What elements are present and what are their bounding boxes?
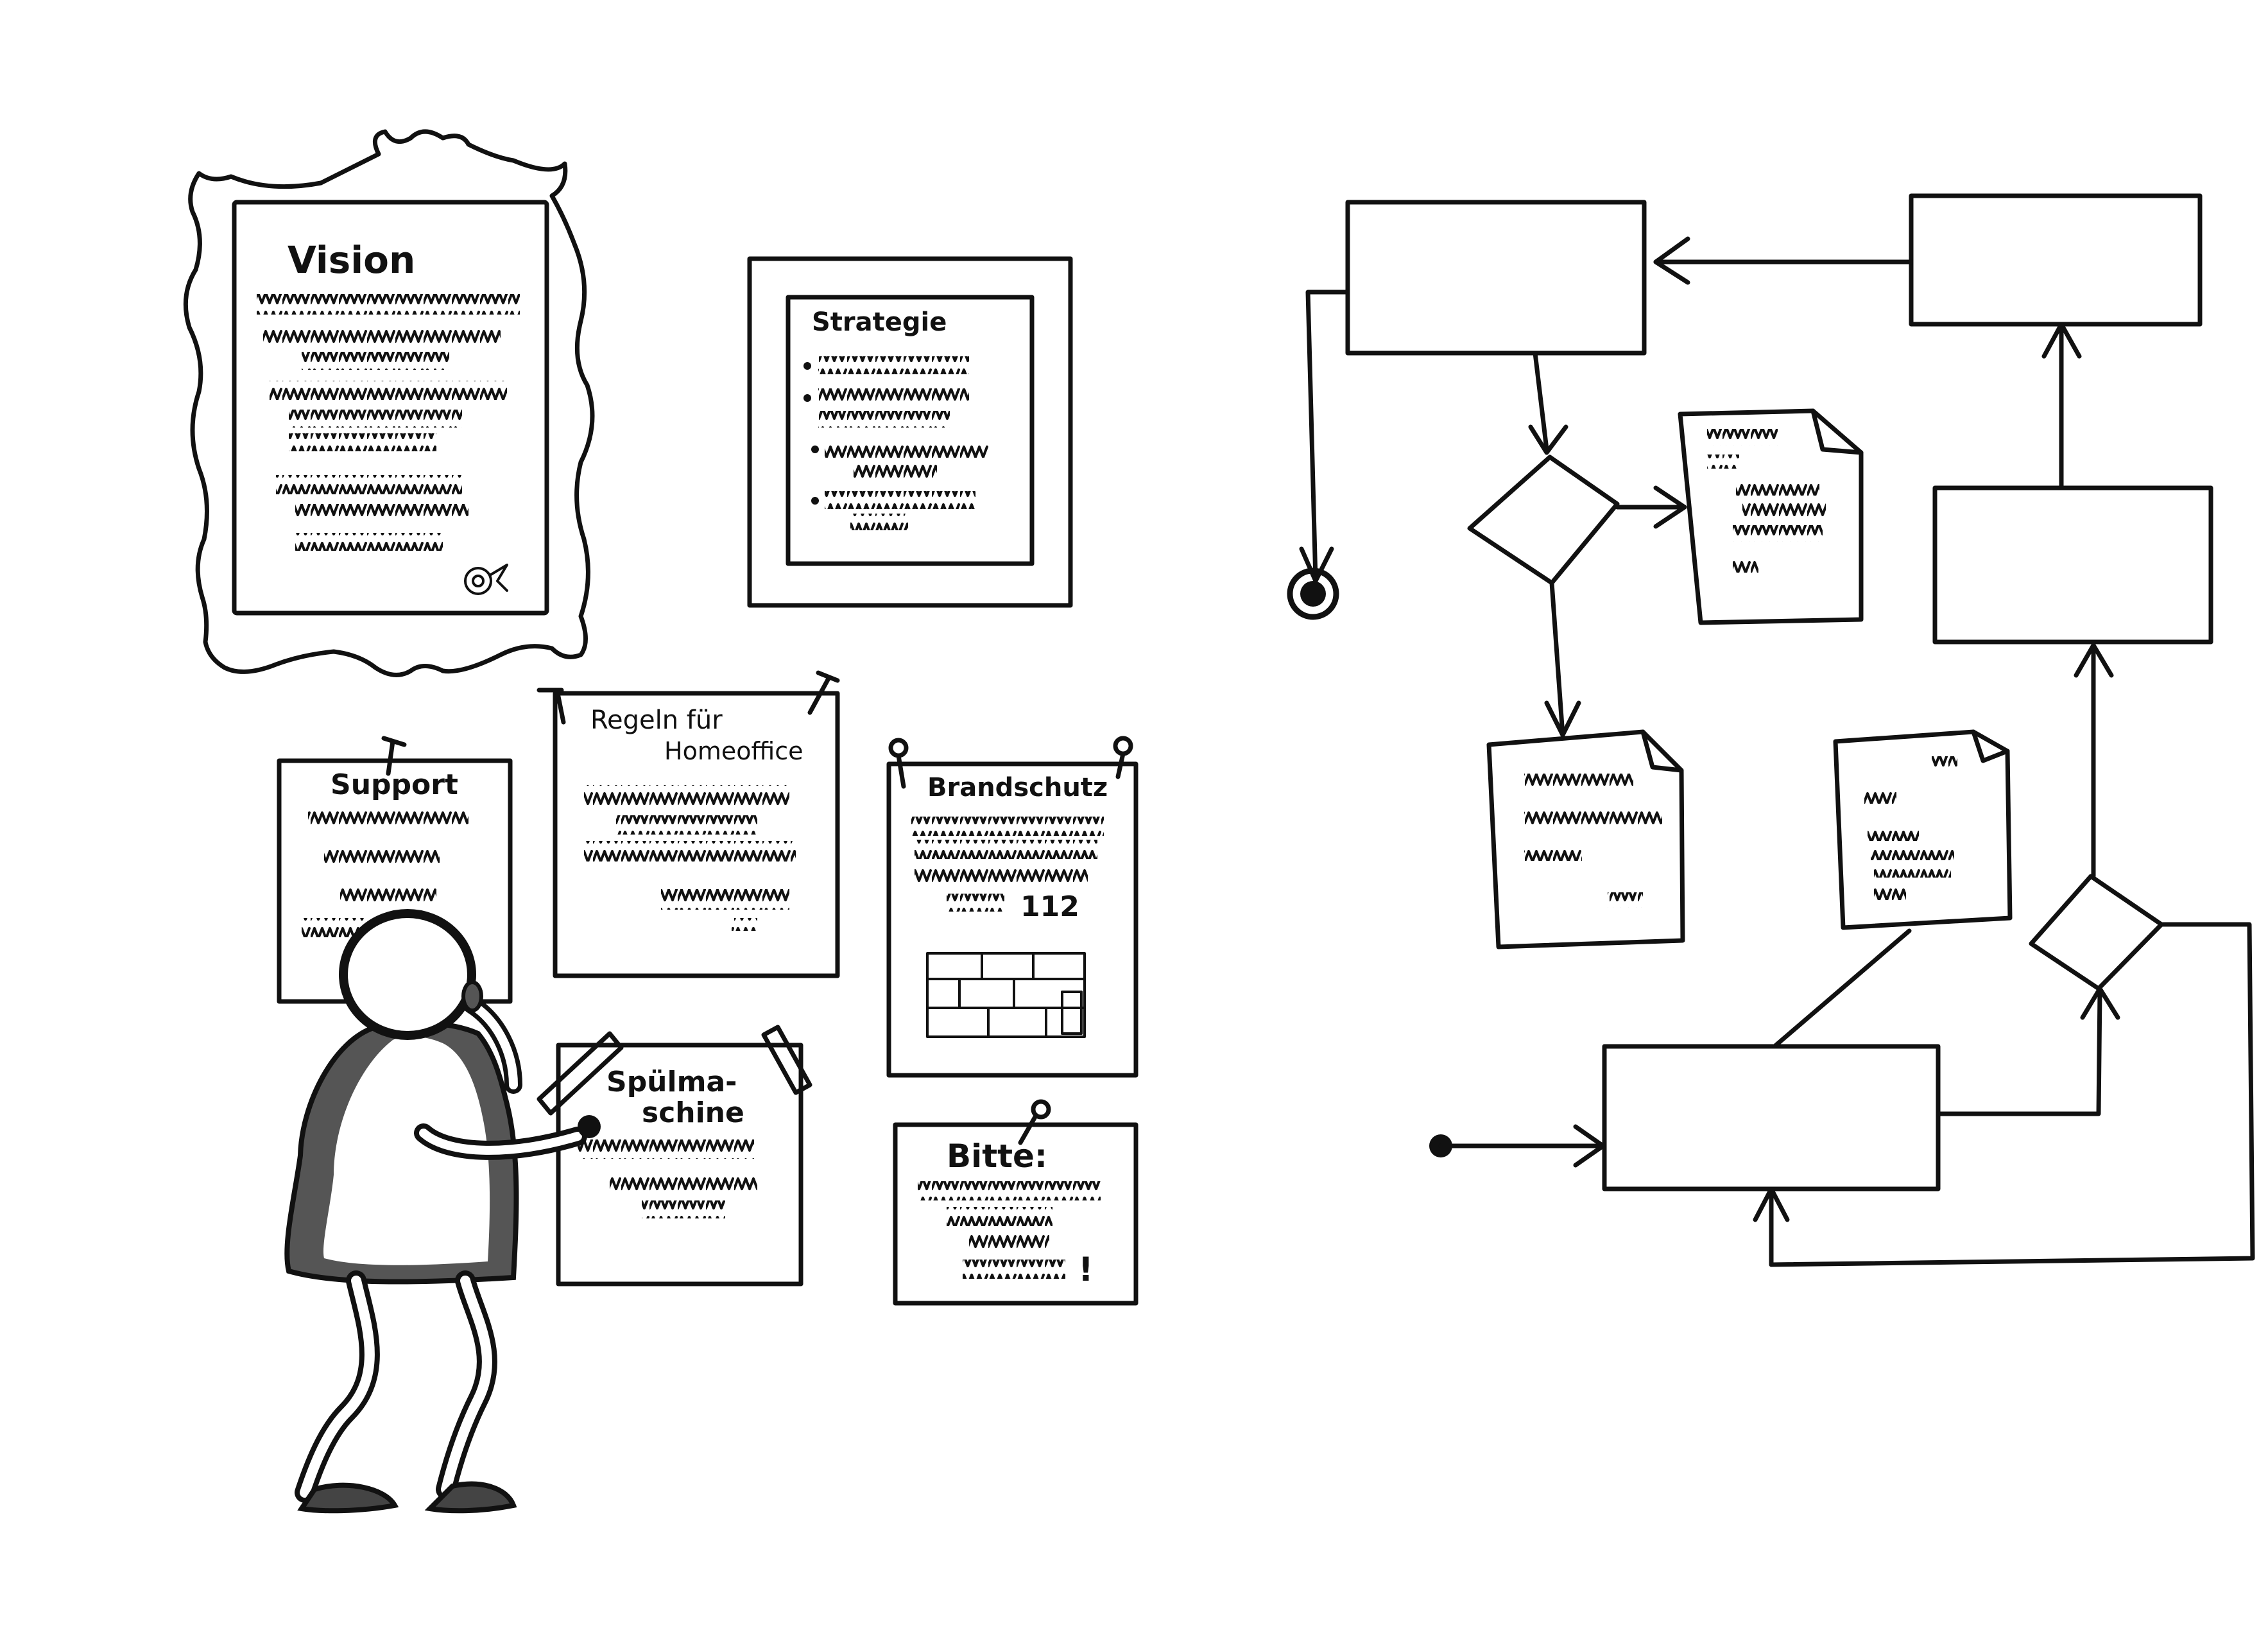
pushpin-icon — [1018, 1099, 1051, 1145]
brandschutz-number: 112 — [1020, 890, 1079, 923]
flowchart-process-box — [1909, 193, 2203, 327]
pushpin-icon — [888, 738, 909, 789]
vision-title: Vision — [288, 238, 415, 282]
regeln-notice: Regeln für Homeoffice — [537, 670, 840, 978]
pushpin-icon — [381, 736, 407, 776]
bitte-title: Bitte: — [947, 1138, 1047, 1175]
bitte-exclaim: ! — [1078, 1251, 1094, 1289]
strategie-frame: Strategie — [747, 256, 1073, 608]
support-notice: Support — [277, 736, 513, 1004]
spuelmaschine-notice: Spülma- schine — [537, 1025, 812, 1286]
strategie-title: Strategie — [812, 307, 947, 337]
brandschutz-title: Brandschutz — [927, 773, 1108, 802]
document-icon — [1486, 729, 1685, 949]
flowchart-process-box — [1932, 485, 2213, 645]
support-title: Support — [331, 768, 458, 801]
person-figure — [284, 909, 601, 1514]
vision-frame: Vision — [183, 129, 595, 677]
flowchart-process-box — [1602, 1044, 1941, 1191]
flowchart-process-box — [1345, 200, 1647, 356]
tape-icon — [537, 1031, 624, 1116]
regeln-title-line1: Regeln für — [590, 706, 723, 735]
seal-icon — [464, 564, 508, 595]
pushpin-icon — [807, 670, 840, 715]
spuelmaschine-title-line1: Spülma- — [606, 1066, 737, 1098]
person-shoe — [424, 1481, 517, 1514]
tape-icon — [761, 1025, 812, 1095]
pushpin-icon — [537, 688, 566, 725]
flowchart-end-icon — [1287, 567, 1339, 620]
bitte-notice: Bitte: ! — [893, 1099, 1138, 1306]
person-shoe — [297, 1482, 399, 1514]
brandschutz-notice: Brandschutz 112 — [886, 736, 1138, 1078]
pushpin-icon — [1113, 736, 1133, 779]
decision-diamond-icon — [2029, 874, 2164, 991]
flowchart — [1287, 193, 2255, 1267]
document-icon — [1833, 729, 2013, 930]
decision-diamond-icon — [1467, 455, 1620, 585]
document-icon — [1678, 408, 1864, 625]
regeln-title-line2: Homeoffice — [664, 737, 803, 765]
brick-wall-icon — [926, 952, 1086, 1038]
spuelmaschine-title-line2: schine — [642, 1096, 744, 1129]
person-head — [339, 909, 476, 1040]
